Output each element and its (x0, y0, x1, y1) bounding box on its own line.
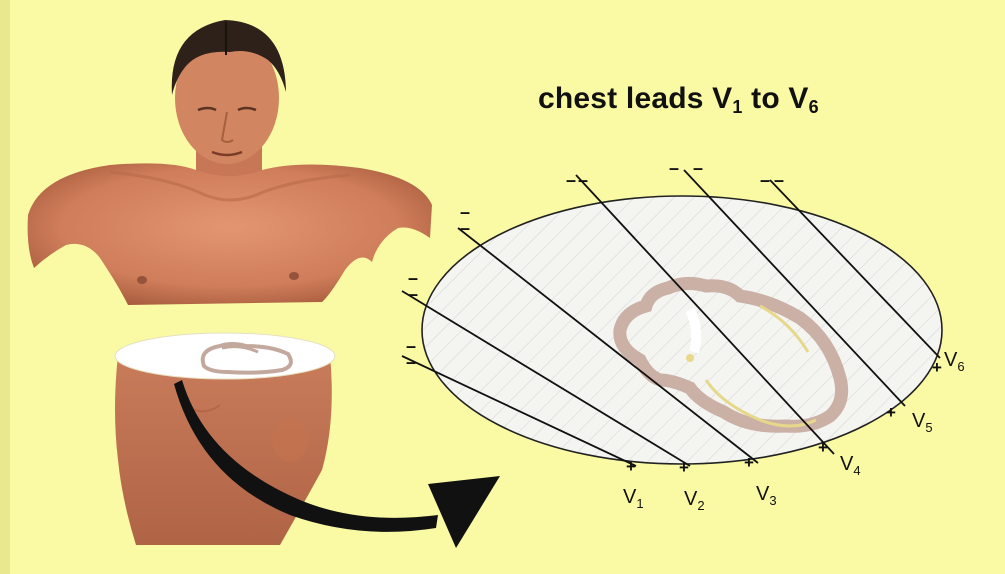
positive-sign-v6: + (932, 358, 942, 377)
lead-label-v5: V5 (912, 410, 933, 435)
negative-sign-v6-2: – (774, 170, 784, 190)
negative-sign-v5-1: – (669, 158, 679, 178)
positive-sign-v1: + (626, 457, 636, 476)
negative-sign-v4-1: – (566, 170, 576, 190)
negative-sign-v1-2: – (406, 352, 416, 372)
positive-sign-v5: + (886, 403, 896, 422)
negative-sign-v6-1: – (760, 170, 770, 190)
lead-label-v4: V4 (840, 453, 861, 478)
lead-label-v1: V1 (623, 486, 644, 511)
lead-label-v6: V6 (944, 349, 965, 374)
positive-sign-v4: + (818, 438, 828, 457)
cross-section-disk-icon (115, 333, 335, 379)
lead-center-point (686, 354, 694, 362)
negative-sign-v3-2: – (460, 218, 470, 238)
torso-illustration-icon (28, 20, 432, 305)
lead-label-v2: V2 (684, 488, 705, 513)
negative-sign-v2-2: – (408, 284, 418, 304)
positive-sign-v2: + (679, 458, 689, 477)
negative-sign-v4-2: – (578, 170, 588, 190)
negative-sign-v5-2: – (693, 158, 703, 178)
chest-cross-section-ellipse (422, 196, 942, 464)
lead-label-v3: V3 (756, 483, 777, 508)
positive-sign-v3: + (744, 453, 754, 472)
